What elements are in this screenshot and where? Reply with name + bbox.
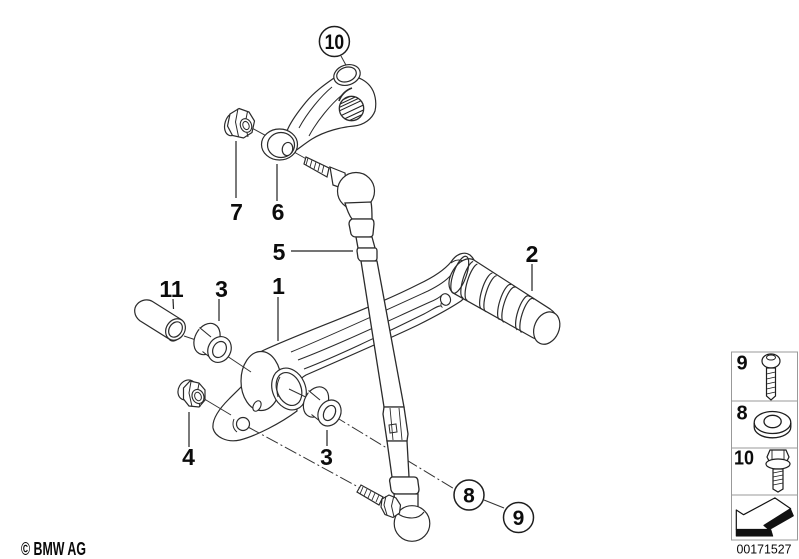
svg-text:11: 11 (159, 276, 184, 302)
svg-text:10: 10 (734, 448, 754, 470)
svg-text:9: 9 (513, 507, 525, 530)
svg-text:2: 2 (526, 241, 539, 267)
svg-text:4: 4 (182, 444, 195, 470)
svg-text:7: 7 (230, 199, 243, 225)
svg-text:8: 8 (463, 485, 475, 508)
svg-text:9: 9 (736, 353, 747, 375)
svg-text:3: 3 (320, 444, 333, 470)
svg-text:© BMW AG: © BMW AG (21, 539, 86, 559)
svg-text:8: 8 (736, 403, 747, 425)
svg-text:10: 10 (325, 31, 345, 54)
svg-text:00171527: 00171527 (737, 542, 792, 557)
svg-text:3: 3 (215, 276, 228, 302)
svg-text:6: 6 (272, 199, 285, 225)
svg-text:1: 1 (272, 273, 285, 299)
svg-text:5: 5 (273, 239, 286, 265)
